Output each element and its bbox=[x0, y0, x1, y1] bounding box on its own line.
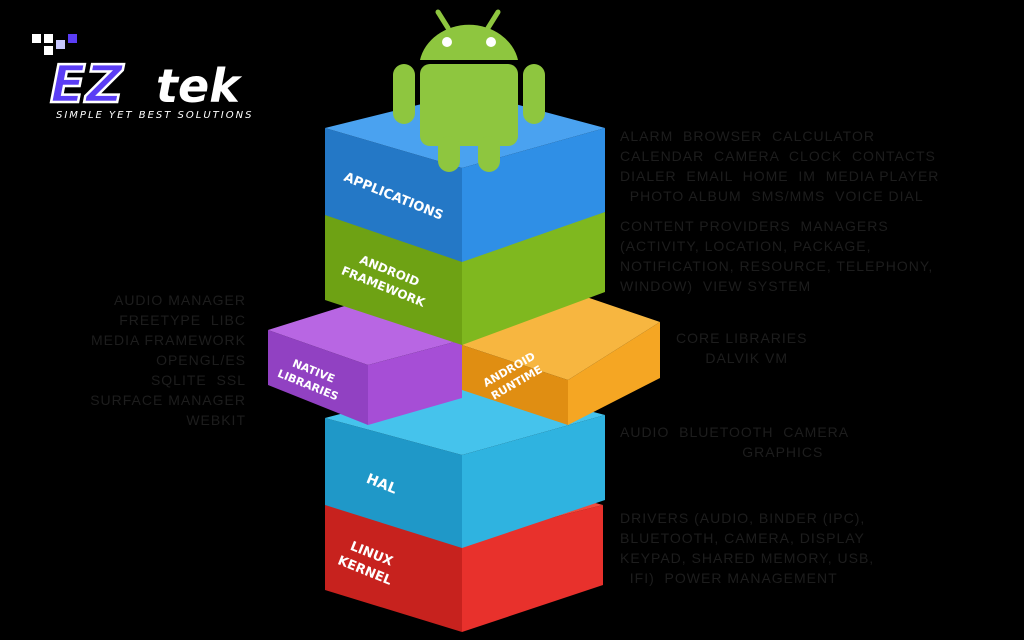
logo-tek: tek bbox=[156, 59, 242, 113]
desc-line: SQLITE SSL bbox=[150, 372, 246, 388]
desc-line: CONTENT PROVIDERS MANAGERS bbox=[620, 218, 889, 234]
logo-pixel-squares bbox=[32, 34, 77, 55]
desc-line: PHOTO ALBUM SMS/MMS VOICE DIAL bbox=[620, 188, 924, 204]
desc-line: KEYPAD, SHARED MEMORY, USB, bbox=[620, 550, 875, 566]
desc-line: CALENDAR CAMERA CLOCK CONTACTS bbox=[620, 148, 936, 164]
desc-line: CORE LIBRARIES bbox=[676, 330, 808, 346]
desc-linux-kernel: DRIVERS (AUDIO, BINDER (IPC), BLUETOOTH, … bbox=[620, 508, 874, 588]
eztek-logo: EZ tek bbox=[32, 34, 242, 116]
desc-line: DALVIK VM bbox=[676, 350, 788, 366]
desc-line: AUDIO MANAGER bbox=[113, 292, 246, 308]
desc-line: MEDIA FRAMEWORK bbox=[90, 332, 246, 348]
layer-native-libraries: NATIVE LIBRARIES bbox=[268, 298, 462, 425]
android-robot-icon bbox=[393, 9, 545, 172]
logo-ez: EZ bbox=[50, 55, 125, 115]
desc-line: NOTIFICATION, RESOURCE, TELEPHONY, bbox=[620, 258, 934, 274]
desc-android-runtime: CORE LIBRARIES DALVIK VM bbox=[676, 328, 807, 368]
desc-line: AUDIO BLUETOOTH CAMERA bbox=[620, 424, 850, 440]
desc-line: SURFACE MANAGER bbox=[90, 392, 246, 408]
layer-android-runtime: ANDROID RUNTIME bbox=[462, 288, 660, 425]
desc-line: OPENGL/ES bbox=[156, 352, 246, 368]
desc-framework: CONTENT PROVIDERS MANAGERS (ACTIVITY, LOC… bbox=[620, 216, 933, 296]
desc-line: GRAPHICS bbox=[620, 444, 824, 460]
logo-tagline: SIMPLE YET BEST SOLUTIONS bbox=[56, 110, 254, 121]
desc-line: WINDOW) VIEW SYSTEM bbox=[620, 278, 812, 294]
desc-line: (ACTIVITY, LOCATION, PACKAGE, bbox=[620, 238, 872, 254]
desc-line: IFI) POWER MANAGEMENT bbox=[620, 570, 838, 586]
desc-native-libraries: AUDIO MANAGER FREETYPE LIBC MEDIA FRAMEWOR… bbox=[90, 290, 246, 430]
desc-line: DIALER EMAIL HOME IM MEDIA PLAYER bbox=[620, 168, 940, 184]
desc-applications: ALARM BROWSER CALCULATOR CALENDAR CAMERA … bbox=[620, 126, 939, 206]
desc-line: FREETYPE LIBC bbox=[119, 312, 246, 328]
desc-line: WEBKIT bbox=[186, 412, 246, 428]
desc-line: DRIVERS (AUDIO, BINDER (IPC), bbox=[620, 510, 866, 526]
desc-hal: AUDIO BLUETOOTH CAMERA GRAPHICS bbox=[620, 422, 849, 462]
desc-line: BLUETOOTH, CAMERA, DISPLAY bbox=[620, 530, 865, 546]
desc-line: ALARM BROWSER CALCULATOR bbox=[620, 128, 875, 144]
